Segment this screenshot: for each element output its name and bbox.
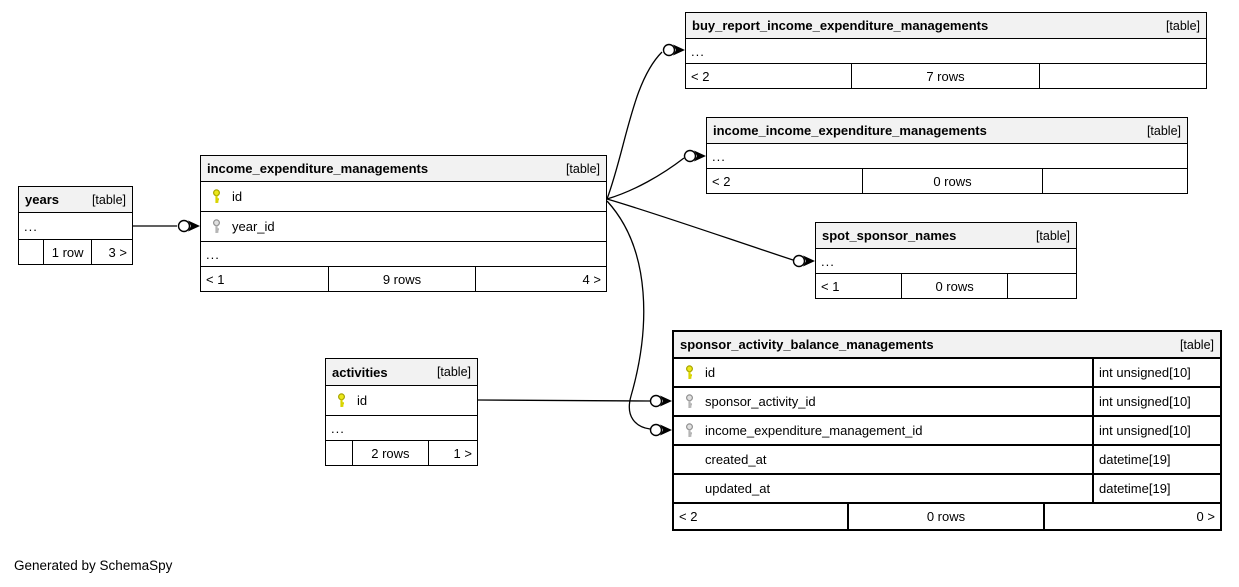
table-title[interactable]: spot_sponsor_names	[822, 228, 957, 243]
table-header[interactable]: income_expenditure_managements [table]	[201, 156, 606, 182]
column-row: id	[326, 386, 477, 416]
table-spot-sponsor-names: spot_sponsor_names [table] ... < 1 0 row…	[815, 222, 1077, 299]
table-footer: 1 row 3 >	[19, 240, 132, 264]
table-title[interactable]: activities	[332, 364, 388, 380]
table-title[interactable]: buy_report_income_expenditure_management…	[692, 18, 989, 33]
footer-right: 0 >	[1196, 509, 1215, 524]
footer-row-count: 0 rows	[902, 274, 1009, 298]
fk-connector-iem-to-income-income	[606, 149, 706, 200]
table-tag: [table]	[91, 192, 126, 207]
table-activities: activities [table] id ... 2 rows 1 >	[325, 358, 478, 466]
table-title[interactable]: years	[25, 192, 59, 207]
table-years: years [table] ... 1 row 3 >	[18, 186, 133, 265]
table-title[interactable]: income_income_expenditure_managements	[713, 123, 987, 138]
primary-key-icon	[685, 365, 694, 379]
column-row: income_expenditure_management_id int uns…	[674, 417, 1220, 446]
column-row: id	[201, 182, 606, 212]
footer-row-count: 2 rows	[353, 441, 429, 465]
table-header[interactable]: spot_sponsor_names [table]	[816, 223, 1076, 249]
footer-right	[1043, 169, 1187, 193]
fk-connector-activities-to-sabm	[477, 394, 672, 408]
column-name: id	[232, 189, 243, 204]
table-tag: [table]	[565, 161, 600, 176]
table-income-income-expenditure-managements: income_income_expenditure_managements [t…	[706, 117, 1188, 194]
primary-key-icon	[337, 393, 346, 407]
footer-left: < 1	[816, 274, 902, 298]
table-tag: [table]	[1146, 123, 1181, 138]
footer-right: 1 >	[453, 445, 472, 461]
column-name: id	[357, 393, 368, 408]
ellipsis-row: ...	[201, 242, 606, 267]
ellipsis-row: ...	[816, 249, 1076, 274]
table-title[interactable]: income_expenditure_managements	[207, 161, 429, 176]
column-type: datetime[19]	[1092, 475, 1220, 502]
table-header[interactable]: buy_report_income_expenditure_management…	[686, 13, 1206, 39]
fk-connector-iem-to-sabm	[606, 200, 672, 437]
footer-row-count: 0 rows	[849, 504, 1046, 529]
footer-row-count: 1 row	[44, 240, 93, 264]
footer-left	[326, 441, 354, 465]
table-tag: [table]	[1165, 18, 1200, 33]
table-footer: < 2 0 rows 0 >	[674, 504, 1220, 529]
generated-by-note: Generated by SchemaSpy	[14, 558, 173, 573]
foreign-key-icon	[212, 219, 221, 233]
footer-left: < 1	[201, 267, 329, 291]
column-name: created_at	[705, 452, 767, 467]
footer-left: < 2	[686, 64, 853, 88]
ellipsis-row: ...	[326, 416, 477, 441]
table-footer: < 2 0 rows	[707, 169, 1187, 193]
footer-row-count: 9 rows	[329, 267, 477, 291]
ellipsis-row: ...	[19, 213, 132, 240]
footer-right: 4 >	[582, 271, 601, 287]
ellipsis-row: ...	[707, 144, 1187, 169]
column-row: updated_at datetime[19]	[674, 475, 1220, 504]
column-name: updated_at	[705, 481, 771, 496]
fk-connector-iem-to-buy-report	[606, 43, 685, 200]
column-row: year_id	[201, 212, 606, 242]
column-row: sponsor_activity_id int unsigned[10]	[674, 388, 1220, 417]
table-income-expenditure-managements: income_expenditure_managements [table] i…	[200, 155, 607, 292]
table-sponsor-activity-balance-managements: sponsor_activity_balance_managements [ta…	[672, 330, 1222, 531]
footer-left: < 2	[674, 504, 849, 529]
table-tag: [table]	[1179, 337, 1214, 352]
footer-right	[1008, 274, 1076, 298]
column-type: int unsigned[10]	[1092, 359, 1220, 386]
column-name: id	[705, 365, 716, 380]
table-footer: < 2 7 rows	[686, 64, 1206, 88]
table-tag: [table]	[436, 365, 471, 379]
footer-left: < 2	[707, 169, 863, 193]
table-footer: < 1 9 rows 4 >	[201, 267, 606, 291]
table-header[interactable]: activities [table]	[326, 359, 477, 386]
table-footer: 2 rows 1 >	[326, 441, 477, 465]
column-type: int unsigned[10]	[1092, 417, 1220, 444]
table-header[interactable]: years [table]	[19, 187, 132, 213]
column-name: year_id	[232, 219, 275, 234]
foreign-key-icon	[685, 423, 694, 437]
column-row: created_at datetime[19]	[674, 446, 1220, 475]
footer-left	[19, 240, 44, 264]
column-type: datetime[19]	[1092, 446, 1220, 473]
footer-right	[1040, 64, 1206, 88]
footer-row-count: 7 rows	[852, 64, 1040, 88]
footer-right: 3 >	[108, 244, 127, 260]
ellipsis-row: ...	[686, 39, 1206, 64]
fk-connector-iem-to-spot-sponsor-names	[606, 198, 815, 268]
column-name: sponsor_activity_id	[705, 394, 816, 409]
foreign-key-icon	[685, 394, 694, 408]
column-type: int unsigned[10]	[1092, 388, 1220, 415]
footer-row-count: 0 rows	[863, 169, 1043, 193]
column-row: id int unsigned[10]	[674, 359, 1220, 388]
table-header[interactable]: income_income_expenditure_managements [t…	[707, 118, 1187, 144]
table-header[interactable]: sponsor_activity_balance_managements [ta…	[674, 332, 1220, 359]
table-buy-report-income-expenditure-managements: buy_report_income_expenditure_management…	[685, 12, 1207, 89]
fk-connector-years-to-iem	[133, 219, 200, 233]
column-name: income_expenditure_management_id	[705, 423, 923, 438]
table-tag: [table]	[1035, 228, 1070, 243]
table-title[interactable]: sponsor_activity_balance_managements	[680, 337, 934, 352]
table-footer: < 1 0 rows	[816, 274, 1076, 298]
primary-key-icon	[212, 189, 221, 203]
